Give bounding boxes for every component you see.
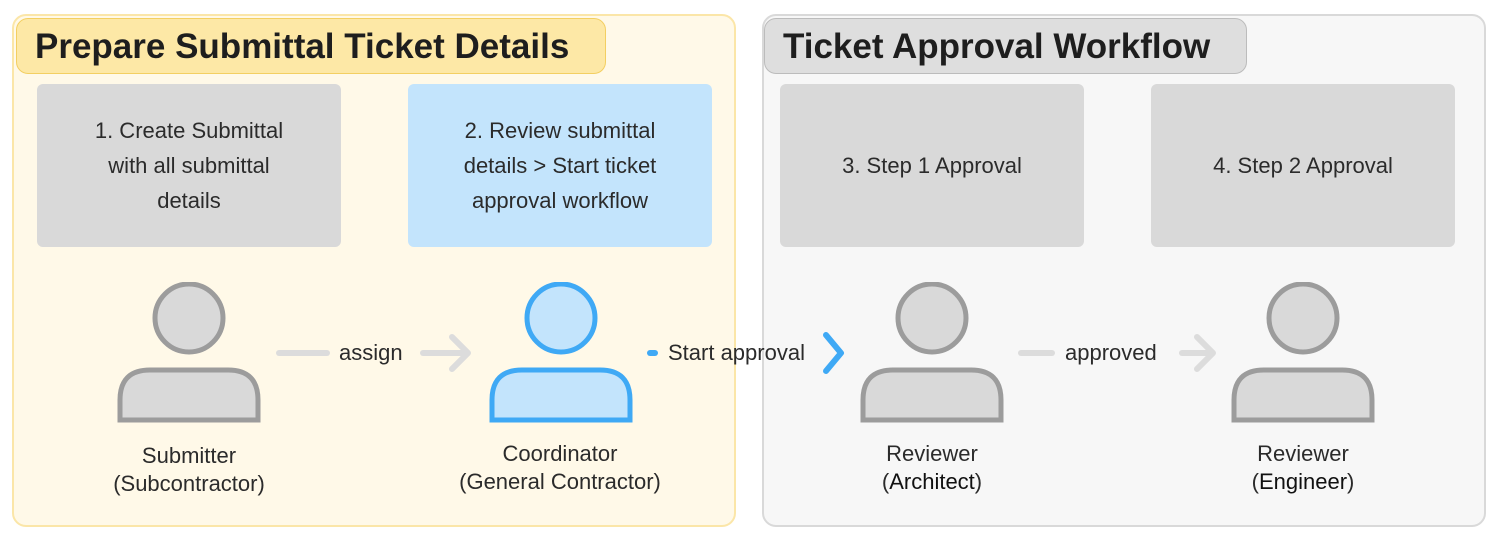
architect-org: Architect [889,469,975,494]
architect-reviewer-person-icon [860,282,1004,423]
coordinator-role: Coordinator [502,441,618,466]
step-2-line-3: approval workflow [471,188,649,213]
architect-org-suffix: ) [974,469,983,494]
approved-arrowhead-icon [1194,334,1216,372]
approval-panel-title: Ticket Approval Workflow [764,18,1247,74]
step-1-line-1: 1. Create Submittal [94,118,284,143]
step-2-line-2: details > Start ticket [463,153,657,178]
start-approval-label: Start approval [668,340,805,365]
prepare-panel-title: Prepare Submittal Ticket Details [16,18,606,74]
engineer-org: Engineer [1258,469,1348,494]
engineer-org-prefix: ( [1251,469,1259,494]
submitter-person-icon [117,282,261,423]
step-3-line-1: 3. Step 1 Approval [842,153,1022,178]
assign-arrowhead-icon [449,334,471,372]
coordinator-caption: Coordinator (General Contractor) [459,440,661,496]
step-1-box: 1. Create Submittal with all submittal d… [37,84,341,247]
step-1-line-2: with all submittal [108,153,270,178]
step-4-box: 4. Step 2 Approval [1151,84,1455,247]
step-2-line-1: 2. Review submittal [464,118,656,143]
step-4-line-1: 4. Step 2 Approval [1213,153,1393,178]
engineer-role: Reviewer [1257,441,1349,466]
assign-label: assign [339,340,403,365]
engineer-caption: Reviewer (Engineer) [1252,440,1355,496]
step-1-line-3: details [157,188,221,213]
coordinator-org: (General Contractor) [459,469,661,494]
submitter-role: Submitter [141,443,237,468]
engineer-org-suffix: ) [1347,469,1355,494]
start-approval-arrowhead-icon [823,332,844,374]
approved-label: approved [1065,340,1157,365]
engineer-reviewer-person-icon [1231,282,1375,423]
architect-caption: Reviewer (Architect) [882,440,982,496]
architect-org-prefix: ( [881,469,890,494]
submitter-caption: Submitter (Subcontractor) [113,442,265,498]
coordinator-person-icon [489,282,633,423]
step-3-box: 3. Step 1 Approval [780,84,1084,247]
submitter-org: (Subcontractor) [113,471,265,496]
architect-role: Reviewer [886,441,978,466]
step-2-box: 2. Review submittal details > Start tick… [408,84,712,247]
